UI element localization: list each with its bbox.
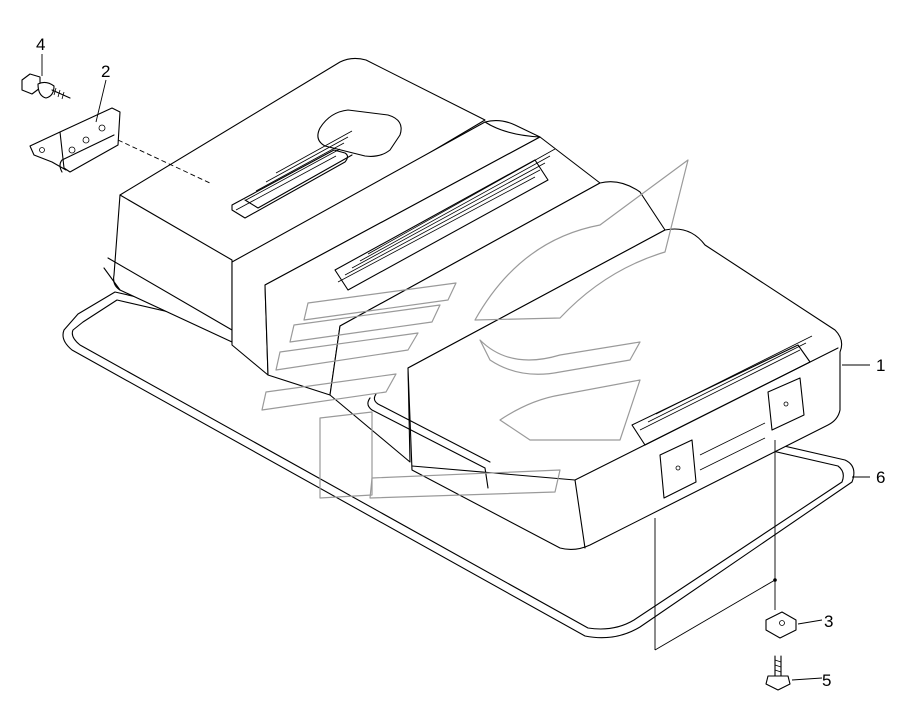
engine-cover <box>103 57 843 551</box>
callout-5: 5 <box>822 671 831 690</box>
callout-1: 1 <box>876 356 885 375</box>
latch-block <box>765 611 797 639</box>
callout-6: 6 <box>876 468 885 487</box>
latch-bolt <box>765 655 791 691</box>
latch-plate-left <box>659 439 697 499</box>
hinge <box>29 107 121 173</box>
vent-slots-center <box>334 148 556 291</box>
callout-3: 3 <box>824 612 833 631</box>
hinge-bolt <box>21 73 71 100</box>
seal-frame <box>62 291 855 639</box>
vent-slots-left <box>231 130 353 219</box>
callout-2: 2 <box>101 62 110 81</box>
callout-4: 4 <box>36 35 45 54</box>
vent-slots-right <box>631 335 813 471</box>
latch-plate-right <box>767 377 805 431</box>
leader-lines <box>41 54 870 681</box>
watermark-logo <box>261 159 689 499</box>
